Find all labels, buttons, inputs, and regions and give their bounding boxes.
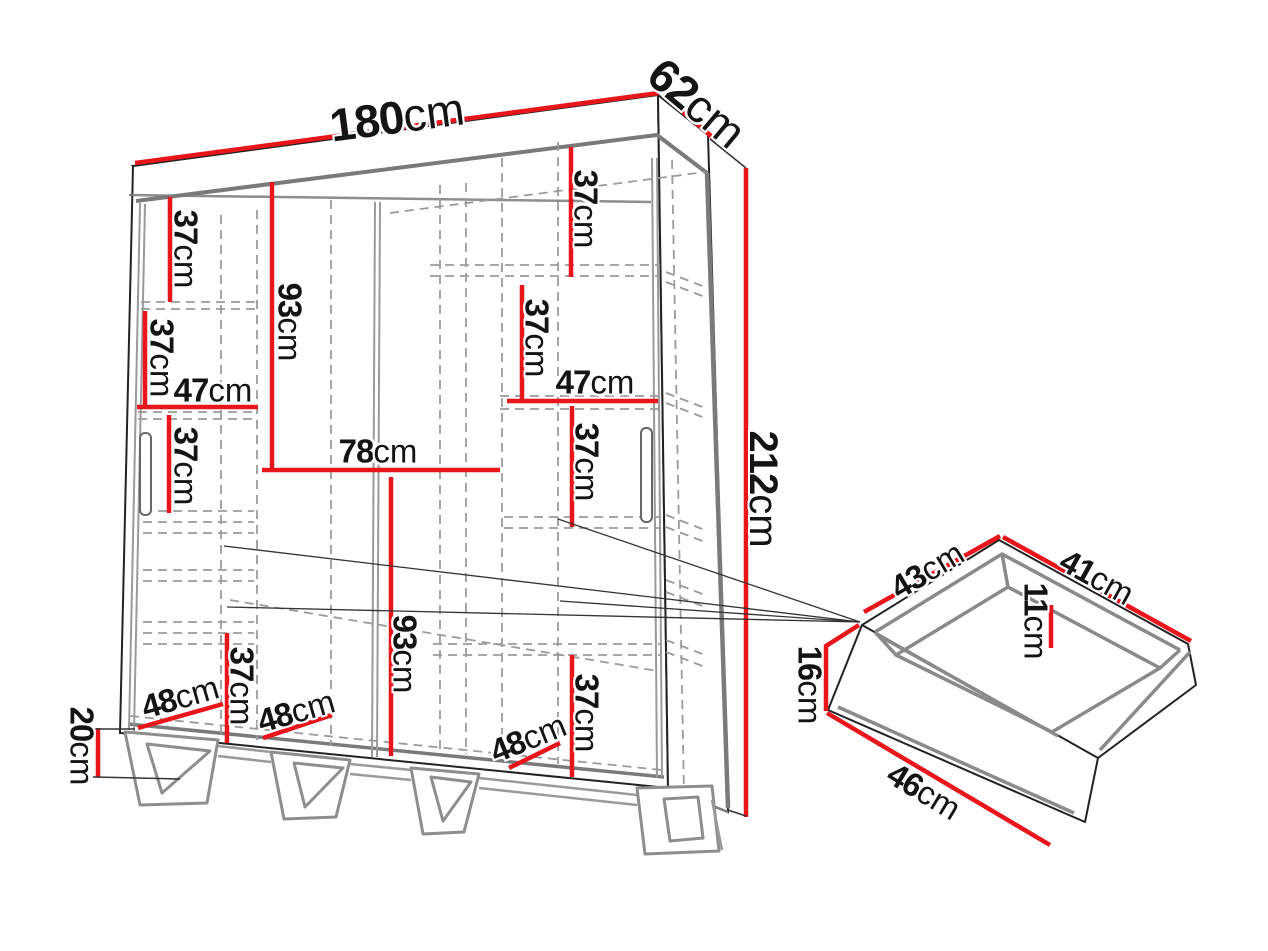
right-door-handle — [640, 427, 653, 523]
dim-line-drawer-front-width — [825, 711, 1052, 847]
dim-right-width-label: 47cm — [555, 363, 635, 401]
drawer-pointer-lines — [223, 518, 861, 623]
dim-drawer-inner-label: 11cm — [1017, 582, 1055, 660]
leg-hole — [662, 795, 705, 843]
dim-left-shelf-top-label: 37cm — [167, 209, 205, 289]
dim-bottom-left-gap-label: 37cm — [223, 646, 261, 726]
leg-hole — [292, 761, 345, 809]
base-legs — [123, 730, 721, 856]
dim-line-bottom-3 — [508, 740, 561, 771]
dim-line-drawer-width — [1001, 535, 1193, 643]
base-back-rail — [217, 744, 724, 851]
dim-plinth-label: 20cm — [63, 706, 101, 786]
door-handles — [139, 427, 653, 523]
dim-line-wardrobe-depth — [661, 93, 719, 143]
dim-left-shelf-low-label: 37cm — [167, 426, 205, 506]
dimension-lines — [95, 90, 1193, 847]
dim-left-width-label: 47cm — [173, 371, 253, 409]
dim-line-drawer-depth — [862, 534, 1002, 614]
drawer-drawing — [827, 539, 1197, 823]
dim-line-bottom-2 — [262, 712, 333, 741]
dim-wardrobe-height-label: 212cm — [741, 430, 785, 548]
left-door-handle — [139, 432, 152, 516]
dim-drawer-front-height-label: 16cm — [791, 645, 829, 725]
dim-line-drawer-front-height — [823, 623, 861, 711]
leg-hole — [145, 742, 212, 795]
leg-hole — [429, 775, 473, 823]
dim-right-shelf-top-label: 37cm — [567, 169, 605, 249]
extension-lines — [92, 138, 747, 817]
wardrobe-inner-edges — [127, 132, 731, 814]
dim-line-bottom-1 — [137, 701, 224, 731]
dim-bottom-right-gap-label: 37cm — [568, 673, 606, 753]
dim-mid-lower-label: 93cm — [386, 614, 424, 694]
dim-line-wardrobe-width — [134, 90, 660, 166]
dim-mid-width-label: 78cm — [338, 432, 418, 470]
dim-right-shelf-mid-label: 37cm — [518, 298, 556, 378]
dim-mid-upper-label: 93cm — [271, 282, 309, 362]
drawer-inner-lines — [837, 552, 1192, 815]
dim-right-shelf-low-label: 37cm — [568, 422, 606, 502]
